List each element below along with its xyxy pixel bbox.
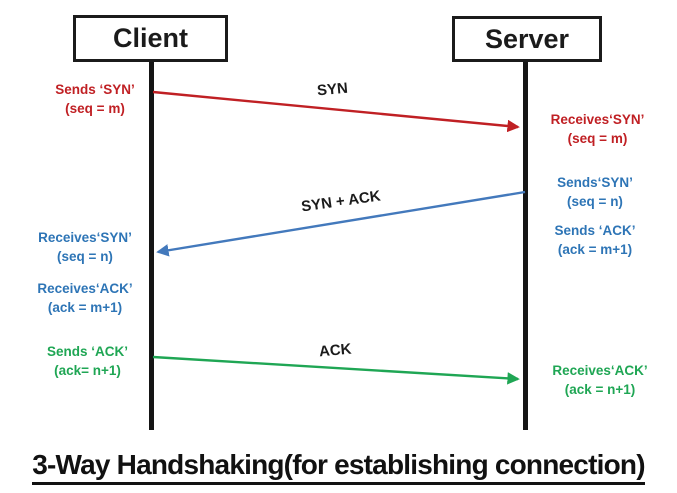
client-note-receives-syn: Receives‘SYN’ (seq = n) <box>25 228 145 266</box>
client-note-sends-syn: Sends ‘SYN’ (seq = m) <box>35 80 155 118</box>
server-note-sends-syn-line2: (seq = n) <box>567 194 623 209</box>
client-note-receives-syn-line1: Receives‘SYN’ <box>38 230 132 245</box>
client-note-sends-ack-line2: (ack= n+1) <box>54 363 121 378</box>
server-note-sends-ack-line1: Sends ‘ACK’ <box>554 223 636 238</box>
ack-message-label: ACK <box>318 340 353 361</box>
server-actor-box: Server <box>452 16 602 62</box>
diagram-title: 3-Way Handshaking(for establishing conne… <box>32 449 646 485</box>
client-actor-label: Client <box>112 23 188 53</box>
server-note-sends-syn: Sends‘SYN’ (seq = n) <box>540 173 650 211</box>
client-note-receives-ack-line1: Receives‘ACK’ <box>37 281 133 296</box>
syn-message-label: SYN <box>316 79 349 100</box>
client-note-receives-ack-line2: (ack = m+1) <box>47 300 123 315</box>
server-note-receives-ack: Receives‘ACK’ (ack = n+1) <box>540 361 660 399</box>
ack-arrow <box>152 355 520 385</box>
server-note-receives-syn-line2: (seq = m) <box>567 131 628 146</box>
server-note-sends-ack: Sends ‘ACK’ (ack = m+1) <box>540 221 650 259</box>
client-note-sends-syn-line2: (seq = m) <box>65 101 125 116</box>
client-note-sends-ack: Sends ‘ACK’ (ack= n+1) <box>30 342 145 380</box>
server-note-receives-syn: Receives‘SYN’ (seq = m) <box>540 110 655 148</box>
server-lifeline <box>523 62 528 430</box>
server-note-receives-syn-line1: Receives‘SYN’ <box>550 112 645 127</box>
syn-ack-message-label: SYN + ACK <box>300 187 382 216</box>
client-lifeline <box>149 62 154 430</box>
client-note-sends-syn-line1: Sends ‘SYN’ <box>55 82 135 97</box>
diagram-title-row: 3-Way Handshaking(for establishing conne… <box>0 449 677 485</box>
client-note-sends-ack-line1: Sends ‘ACK’ <box>46 344 128 359</box>
client-note-receives-syn-line2: (seq = n) <box>57 249 113 264</box>
server-note-receives-ack-line2: (ack = n+1) <box>564 382 636 397</box>
client-actor-box: Client <box>73 15 228 62</box>
server-note-sends-syn-line1: Sends‘SYN’ <box>557 175 633 190</box>
server-note-receives-ack-line1: Receives‘ACK’ <box>552 363 648 378</box>
server-actor-label: Server <box>484 23 570 54</box>
server-note-sends-ack-line2: (ack = m+1) <box>557 242 633 257</box>
client-note-receives-ack: Receives‘ACK’ (ack = m+1) <box>25 279 145 317</box>
